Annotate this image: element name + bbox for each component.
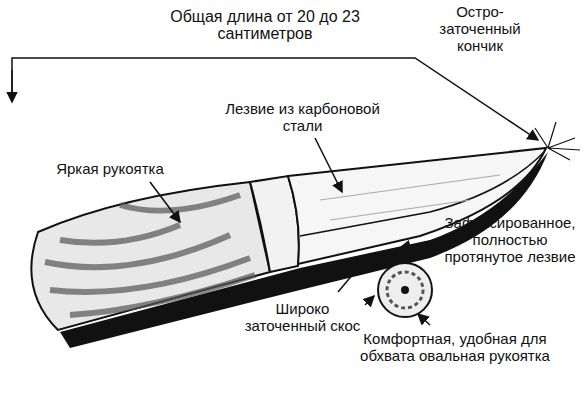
- handle-label: Яркая рукоятка: [40, 160, 180, 177]
- tip-label: Остро-заточенный кончик: [432, 3, 528, 54]
- dimension-label: Общая длина от 20 до 23 сантиметров: [165, 8, 365, 42]
- grip-label: Комфортная, удобная для обхвата овальная…: [350, 330, 560, 364]
- bevel-label: Широко заточенный скос: [235, 300, 370, 334]
- tang-label: Зафиксированное, полностью протянутое ле…: [440, 214, 580, 265]
- blade-label: Лезвие из карбоновой стали: [220, 100, 385, 134]
